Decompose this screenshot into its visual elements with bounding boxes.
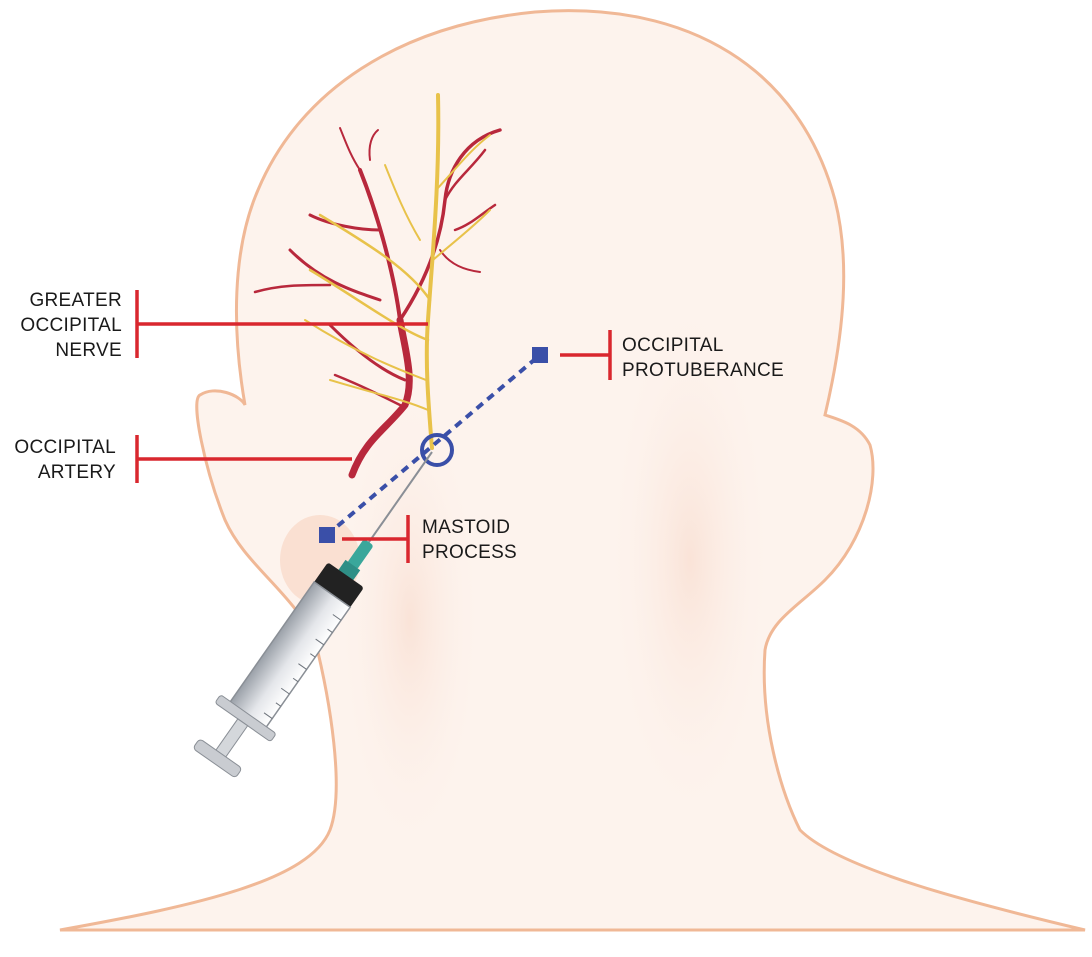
mastoid-process-label: MASTOID PROCESS <box>422 515 517 565</box>
label-line: MASTOID <box>422 517 511 538</box>
label-line: OCCIPITAL <box>14 437 116 458</box>
label-line: PROCESS <box>422 542 518 563</box>
neck-shading-left <box>340 390 480 850</box>
label-line: ARTERY <box>37 462 116 483</box>
occipital-protuberance-label: OCCIPITAL PROTUBERANCE <box>622 333 784 383</box>
label-line: OCCIPITAL <box>20 315 122 336</box>
label-line: NERVE <box>55 340 122 361</box>
injection-site-circle <box>420 433 454 467</box>
head-silhouette <box>59 9 1086 932</box>
syringe-icon <box>193 451 433 778</box>
label-line: GREATER <box>29 290 122 311</box>
greater-occipital-nerve-label: GREATER OCCIPITAL NERVE <box>0 288 122 363</box>
mastoid-process-marker <box>319 527 335 543</box>
occipital-artery-branches <box>253 127 502 479</box>
occipital-protuberance-marker <box>532 347 548 363</box>
neck-shading-right <box>610 300 770 820</box>
label-line: PROTUBERANCE <box>622 360 784 381</box>
landmark-connector-line <box>325 353 542 537</box>
greater-occipital-nerve-branches <box>304 93 491 450</box>
label-line: OCCIPITAL <box>622 335 724 356</box>
occipital-artery-label: OCCIPITAL ARTERY <box>0 435 116 485</box>
callout-lines <box>135 290 612 563</box>
